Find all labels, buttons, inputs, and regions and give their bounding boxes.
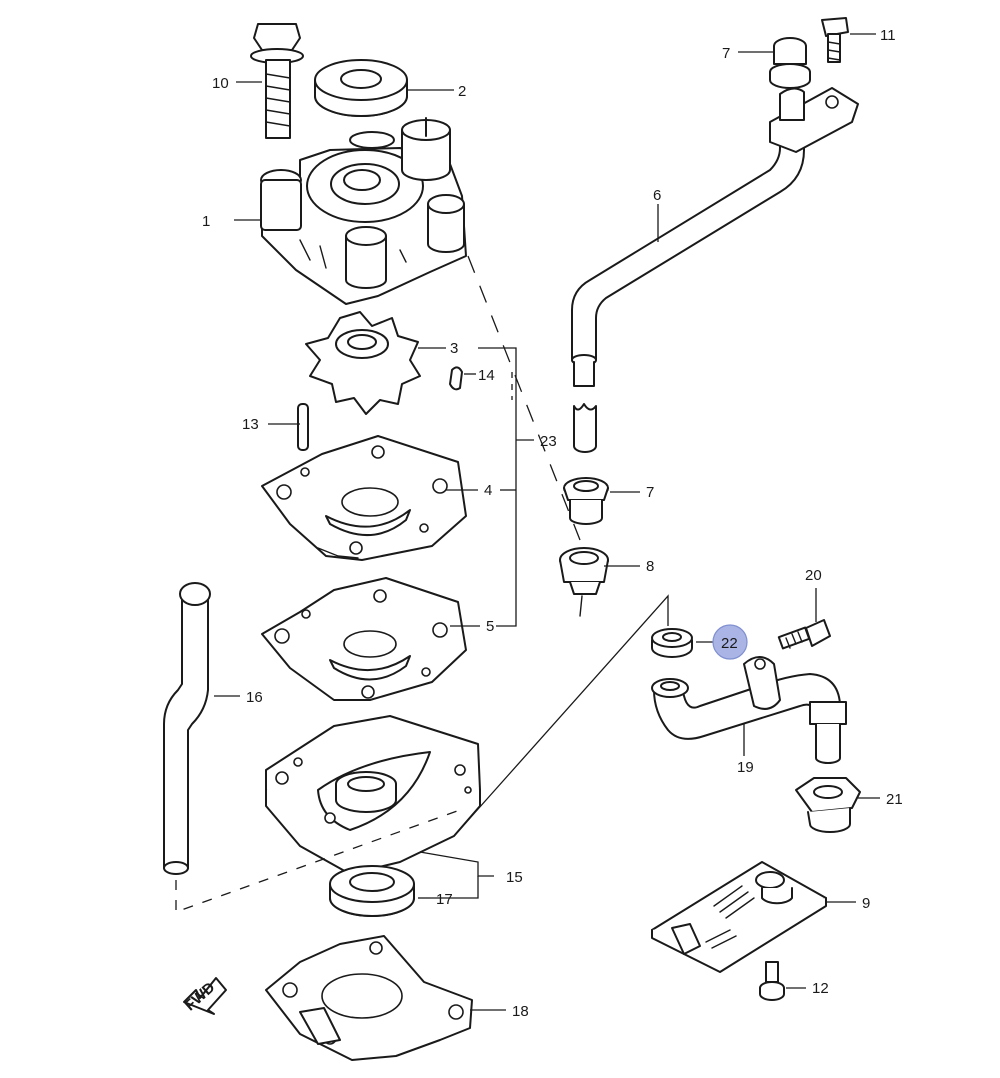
callout-22[interactable]: 22 [721, 635, 738, 652]
leader-lines [175, 33, 880, 1011]
part-14-key[interactable] [449, 366, 463, 391]
callout-15[interactable]: 15 [506, 869, 523, 886]
part-12-screw[interactable] [759, 961, 785, 1001]
callout-7-top[interactable]: 7 [722, 45, 730, 62]
part-3-impeller[interactable] [305, 311, 421, 415]
part-21-grommet[interactable] [795, 777, 861, 833]
part-9-plate[interactable] [651, 861, 827, 973]
part-17-oil-seal[interactable] [329, 865, 415, 917]
callout-13[interactable]: 13 [242, 416, 259, 433]
callout-4[interactable]: 4 [484, 482, 492, 499]
callout-21[interactable]: 21 [886, 791, 903, 808]
part-22-washer[interactable] [651, 628, 693, 658]
callout-22-highlight [712, 624, 748, 660]
callout-3[interactable]: 3 [450, 340, 458, 357]
callout-1[interactable]: 1 [202, 213, 210, 230]
callout-17[interactable]: 17 [436, 891, 453, 908]
callout-20[interactable]: 20 [805, 567, 822, 584]
fwd-arrow: FWD [182, 977, 227, 1015]
callout-23[interactable]: 23 [540, 433, 557, 450]
part-19-pipe[interactable] [651, 656, 847, 764]
part-20-bolt[interactable] [777, 619, 831, 650]
callout-12[interactable]: 12 [812, 980, 829, 997]
callout-14[interactable]: 14 [478, 367, 495, 384]
callout-labels: 1 2 3 4 5 6 7 7 8 9 10 11 12 13 14 15 16… [202, 27, 903, 1020]
callout-10[interactable]: 10 [212, 75, 229, 92]
part-13-pin[interactable] [297, 403, 309, 451]
part-11-screw[interactable] [821, 17, 849, 63]
part-15-lower-plate[interactable] [265, 715, 481, 875]
callout-5[interactable]: 5 [486, 618, 494, 635]
part-7-grommet-mid[interactable] [563, 477, 609, 525]
callout-8[interactable]: 8 [646, 558, 654, 575]
part-4-plate[interactable] [261, 435, 467, 561]
part-16-hose[interactable] [163, 582, 211, 875]
part-1-pump-case[interactable] [260, 117, 467, 305]
part-18-gasket[interactable] [265, 935, 473, 1061]
callout-2[interactable]: 2 [458, 83, 466, 100]
callout-6[interactable]: 6 [653, 187, 661, 204]
part-7-grommet-top[interactable] [769, 37, 811, 89]
callout-7-mid[interactable]: 7 [646, 484, 654, 501]
part-2-seal[interactable] [314, 59, 408, 117]
part-8-grommet[interactable] [559, 547, 609, 617]
part-10-bolt[interactable] [250, 23, 304, 139]
callout-16[interactable]: 16 [246, 689, 263, 706]
part-5-gasket[interactable] [261, 577, 467, 701]
callout-19[interactable]: 19 [737, 759, 754, 776]
part-6-water-tube[interactable] [571, 87, 859, 453]
callout-9[interactable]: 9 [862, 895, 870, 912]
callout-18[interactable]: 18 [512, 1003, 529, 1020]
callout-11[interactable]: 11 [880, 27, 896, 44]
